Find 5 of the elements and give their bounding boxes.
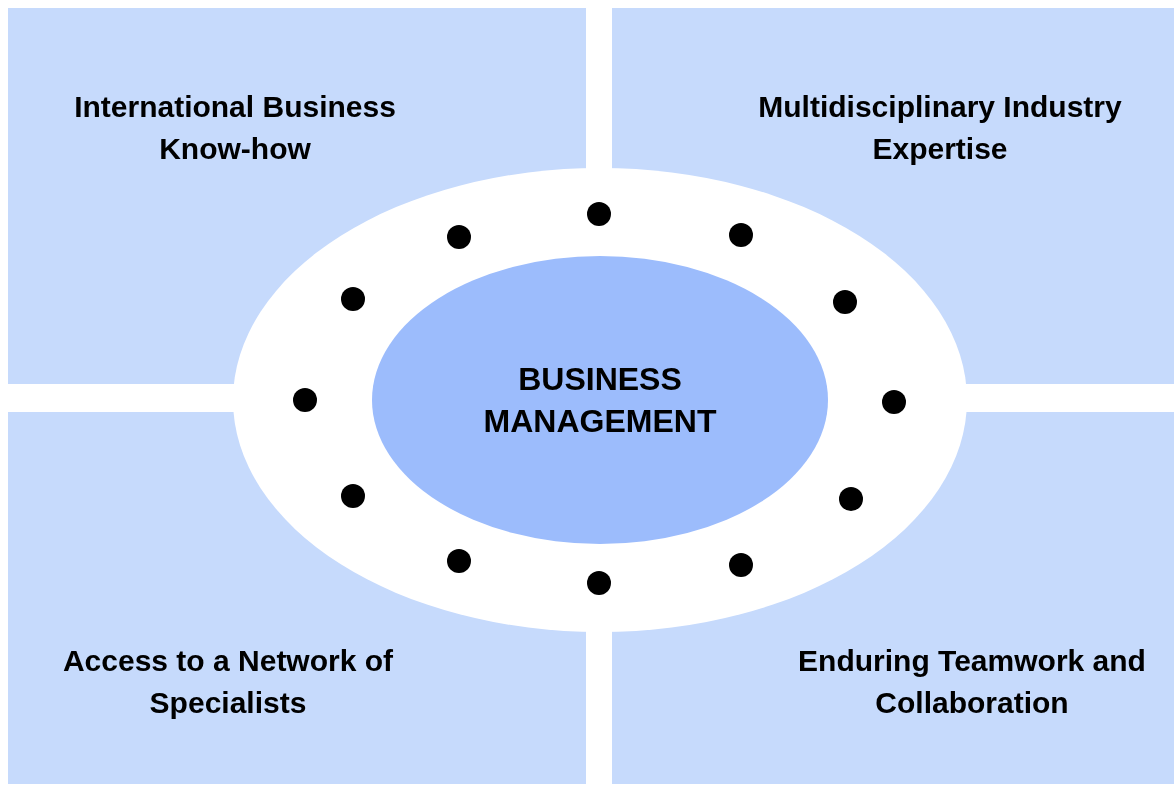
panel-title: Enduring Teamwork and Collaboration: [797, 643, 1147, 721]
panel-title: International Business Know-how: [73, 89, 397, 167]
center-title: BUSINESS MANAGEMENT: [482, 360, 718, 441]
panel-title: Multidisciplinary Industry Expertise: [757, 89, 1123, 167]
panel-title: Access to a Network of Specialists: [61, 643, 395, 721]
